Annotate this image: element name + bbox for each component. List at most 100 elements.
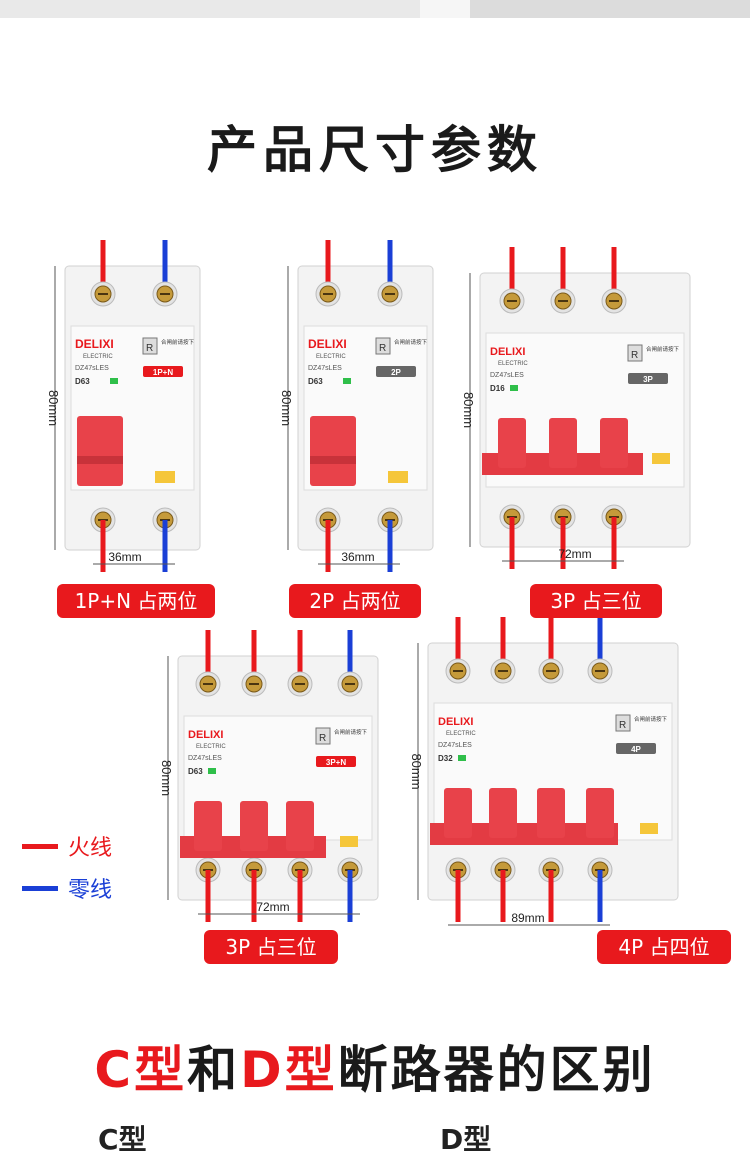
toggle-handle <box>586 788 614 838</box>
brand-subtitle: ELECTRIC <box>446 731 476 737</box>
neutral-line-swatch <box>22 885 58 891</box>
warning-label: 合闸前请按下 <box>634 715 668 723</box>
reset-button-label: R <box>379 343 386 354</box>
wire <box>205 630 211 684</box>
wire <box>347 870 353 922</box>
wire <box>597 870 603 922</box>
toggle-handle <box>240 801 268 851</box>
rating-label: D63 <box>308 377 323 386</box>
width-label: 89mm <box>511 911 544 925</box>
legend-neutral-label: 零线 <box>68 878 113 903</box>
pole-tag-label: 1P+N <box>153 368 173 377</box>
warning-label: 合闸前请按下 <box>394 338 428 346</box>
toggle-handle <box>77 416 123 486</box>
warning-label: 合闸前请按下 <box>161 338 195 346</box>
toggle-handle <box>537 788 565 838</box>
wire <box>597 617 603 671</box>
wire <box>297 870 303 922</box>
toggle-handle <box>498 418 526 468</box>
test-button <box>640 823 658 834</box>
model-label: DZ47sLES <box>188 755 222 762</box>
reset-button <box>375 337 391 355</box>
wire <box>162 520 168 572</box>
wire <box>325 520 331 572</box>
wire <box>548 870 554 922</box>
height-label: 80mm <box>409 753 424 789</box>
reset-button <box>615 714 631 732</box>
brand-logo: DELIXI <box>188 729 223 741</box>
model-label: DZ47sLES <box>75 365 109 372</box>
wire <box>205 870 211 922</box>
height-label: 80mm <box>279 390 294 426</box>
title-d-type: D型 <box>240 1041 338 1099</box>
status-indicator <box>208 768 216 774</box>
d-type-column-title: D型 <box>440 1123 492 1156</box>
legend-live: 火线 <box>22 830 112 862</box>
rating-label: D16 <box>490 384 505 393</box>
top-image-strip <box>0 0 750 18</box>
model-label: DZ47sLES <box>308 365 342 372</box>
wire <box>500 870 506 922</box>
pole-tag-label: 3P+N <box>326 758 346 767</box>
brand-subtitle: ELECTRIC <box>83 354 113 360</box>
height-label: 80mm <box>461 392 476 428</box>
test-button <box>652 453 670 464</box>
model-label: DZ47sLES <box>438 742 472 749</box>
wire <box>509 247 515 301</box>
comparison-title: C型和D型断路器的区别 <box>0 1030 750 1102</box>
toggle-handle <box>286 801 314 851</box>
wire <box>100 240 106 294</box>
brand-logo: DELIXI <box>75 337 114 351</box>
wire <box>297 630 303 684</box>
reset-button <box>627 344 643 362</box>
wire <box>347 630 353 684</box>
badge-3p-top: 3P 占三位 <box>530 584 662 618</box>
pole-tag <box>628 373 668 384</box>
page-title: 产品尺寸参数 <box>207 121 543 179</box>
height-label: 80mm <box>46 390 61 426</box>
wire <box>100 520 106 572</box>
rating-label: D63 <box>75 377 90 386</box>
live-line-swatch <box>22 843 58 849</box>
badge-4p: 4P 占四位 <box>597 930 731 964</box>
toggle-handle <box>444 788 472 838</box>
status-indicator <box>110 378 118 384</box>
wire <box>251 870 257 922</box>
pole-tag <box>143 366 183 377</box>
brand-subtitle: ELECTRIC <box>498 361 528 367</box>
wire <box>560 247 566 301</box>
brand-logo: DELIXI <box>438 716 473 728</box>
reset-button-label: R <box>319 733 326 744</box>
brand-logo: DELIXI <box>490 346 525 358</box>
width-label: 72mm <box>256 900 289 914</box>
pole-tag-label: 2P <box>391 368 401 377</box>
reset-button <box>142 337 158 355</box>
brand-subtitle: ELECTRIC <box>196 744 226 750</box>
pole-tag <box>376 366 416 377</box>
title-rest: 断路器的区别 <box>337 1041 656 1099</box>
test-button <box>388 471 408 483</box>
title-c-type: C型 <box>94 1041 188 1099</box>
width-label: 72mm <box>558 547 591 561</box>
brand-logo: DELIXI <box>308 337 347 351</box>
reset-button <box>315 727 331 745</box>
wire <box>251 630 257 684</box>
wire <box>500 617 506 671</box>
wire <box>548 617 554 671</box>
pole-tag <box>316 756 356 767</box>
reset-button-label: R <box>631 350 638 361</box>
status-indicator <box>458 755 466 761</box>
badge-2p: 2P 占两位 <box>289 584 421 618</box>
badge-1p-n: 1P+N 占两位 <box>57 584 215 618</box>
rating-label: D63 <box>188 767 203 776</box>
status-indicator <box>510 385 518 391</box>
wire <box>455 870 461 922</box>
rating-label: D32 <box>438 754 453 763</box>
toggle-handle <box>549 418 577 468</box>
height-label: 80mm <box>159 760 174 796</box>
reset-button-label: R <box>619 720 626 731</box>
